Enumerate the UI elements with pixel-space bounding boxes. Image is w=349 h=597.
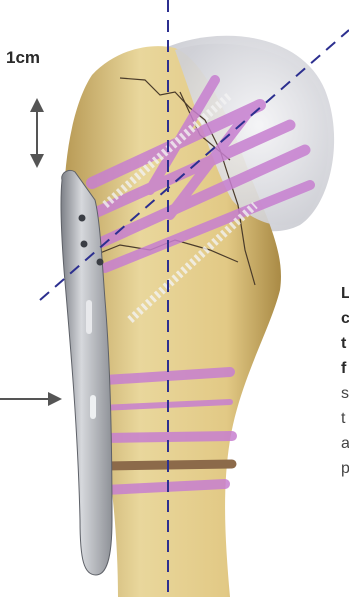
scale-label: 1cm	[6, 48, 40, 68]
caption-line: t	[341, 406, 349, 431]
side-caption: L c t f s t a p	[341, 281, 349, 481]
caption-line: t	[341, 331, 349, 356]
caption-line: p	[341, 456, 349, 481]
scale-double-arrow	[30, 98, 44, 168]
caption-line: f	[341, 356, 349, 381]
pointer-arrow	[0, 392, 62, 406]
caption-line: L	[341, 281, 349, 306]
caption-line: c	[341, 306, 349, 331]
caption-line: s	[341, 381, 349, 406]
caption-line: a	[341, 431, 349, 456]
